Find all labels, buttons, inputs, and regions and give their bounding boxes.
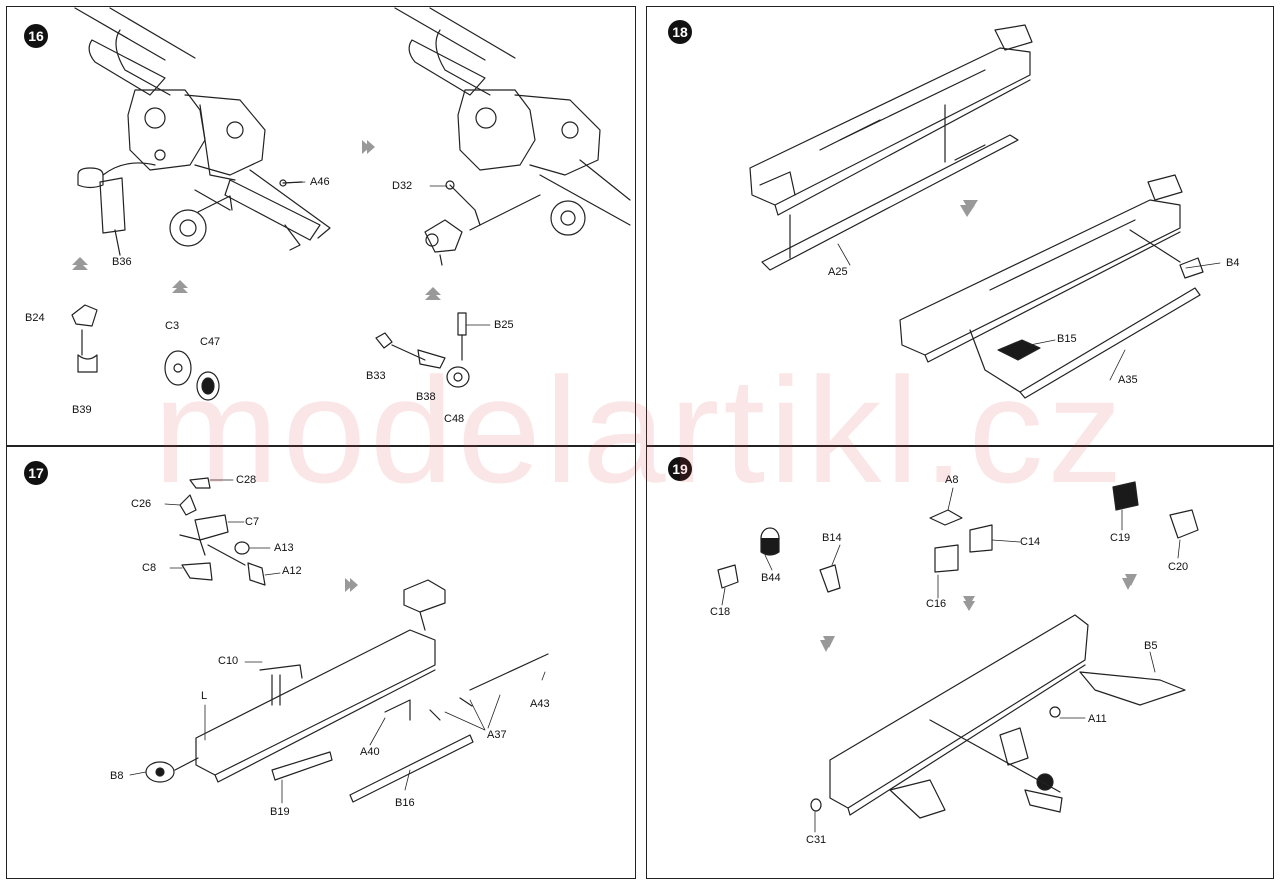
label-b33: B33: [366, 370, 386, 382]
label-c7: C7: [245, 516, 260, 528]
label-b4: B4: [1226, 257, 1240, 269]
label-c16: C16: [926, 598, 947, 610]
label-a12: A12: [282, 565, 302, 577]
label-a46: A46: [310, 176, 330, 188]
label-b24: B24: [25, 312, 45, 324]
label-a37: A37: [487, 729, 507, 741]
label-a13: A13: [274, 542, 294, 554]
part-c3-c47: [164, 350, 220, 401]
step-16-gun-assembly-left: [74, 7, 331, 251]
step-18-trail-lower: [899, 174, 1204, 363]
label-b44: B44: [761, 572, 781, 584]
label-b14: B14: [822, 532, 842, 544]
part-b36: [77, 162, 156, 256]
label-b16: B16: [395, 797, 415, 809]
part-b25: [457, 312, 467, 361]
label-c10: C10: [218, 655, 239, 667]
label-a11: A11: [1088, 713, 1107, 725]
step-16-gun-assembly-right: [394, 7, 631, 266]
label-b15: B15: [1057, 333, 1077, 345]
step-16-panel: [6, 6, 636, 446]
label-c8: C8: [142, 562, 157, 574]
step-19-trail: [810, 614, 1186, 819]
label-b8: B8: [110, 770, 124, 782]
part-a35: [969, 287, 1201, 399]
label-c26: C26: [131, 498, 152, 510]
step-19-sub-parts: [717, 481, 1199, 593]
step-17-sub-parts: [179, 477, 266, 586]
label-b19: B19: [270, 806, 290, 818]
label-b38: B38: [416, 391, 436, 403]
step-19-badge: 19: [668, 457, 692, 481]
label-c31: C31: [806, 834, 827, 846]
part-b24-b39: [71, 304, 98, 373]
label-c48: C48: [444, 413, 465, 425]
step-17-badge: 17: [24, 461, 48, 485]
label-d32: D32: [392, 180, 413, 192]
label-b36: B36: [112, 256, 132, 268]
part-a25: [761, 104, 1019, 271]
label-a8: A8: [945, 474, 959, 486]
step-19-panel: [646, 446, 1274, 879]
step-17-trail: [145, 579, 549, 803]
part-b33-b38-c48: [375, 332, 470, 388]
label-c14: C14: [1020, 536, 1041, 548]
direction-arrows: [72, 140, 1137, 652]
leader-lines: [129, 181, 1221, 833]
label-a40: A40: [360, 746, 380, 758]
step-18-badge: 18: [668, 20, 692, 44]
step-16-badge: 16: [24, 24, 48, 48]
label-c18: C18: [710, 606, 731, 618]
label-l: L: [201, 690, 208, 702]
label-a35: A35: [1118, 374, 1138, 386]
label-b25: B25: [494, 319, 514, 331]
label-b5: B5: [1144, 640, 1158, 652]
step-18-trail-upper: [749, 24, 1033, 216]
label-a25: A25: [828, 266, 848, 278]
label-a43: A43: [530, 698, 550, 710]
label-c3: C3: [165, 320, 180, 332]
step-18-panel: [646, 6, 1274, 446]
label-c19: C19: [1110, 532, 1131, 544]
label-c28: C28: [236, 474, 257, 486]
label-c20: C20: [1168, 561, 1189, 573]
part-b15: [997, 339, 1041, 361]
label-b39: B39: [72, 404, 92, 416]
label-c47: C47: [200, 336, 221, 348]
